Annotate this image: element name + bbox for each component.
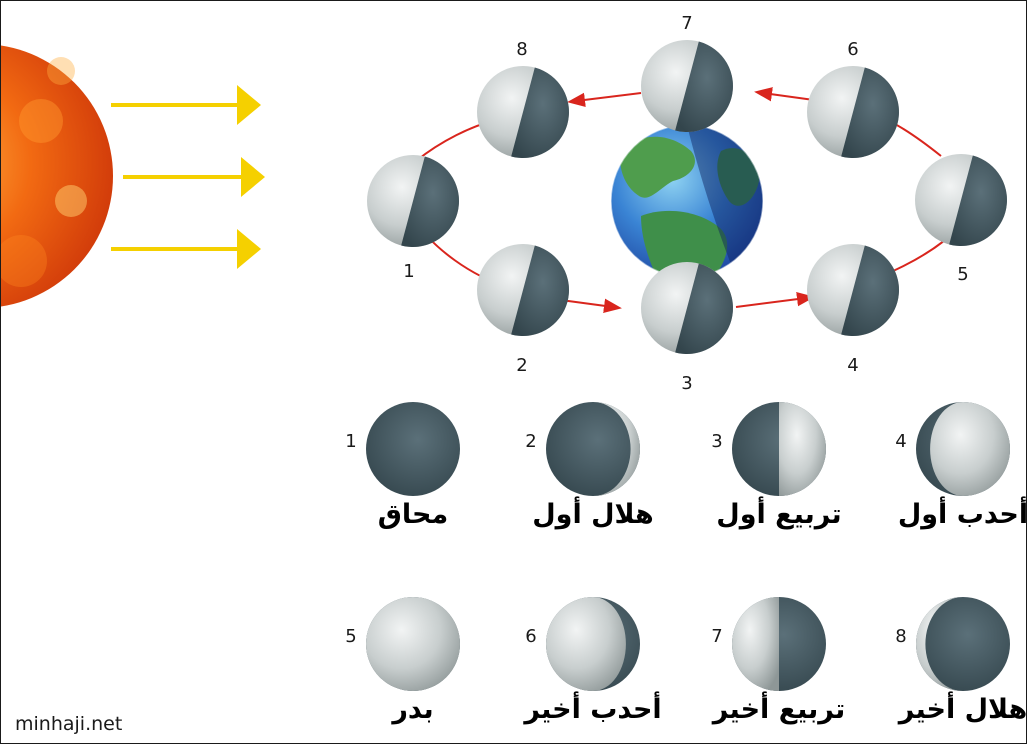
orbit-moon — [915, 154, 1007, 246]
phase-moon — [732, 597, 826, 691]
phase-name: أحدب أول — [898, 496, 1026, 530]
phase-name: تربيع أول — [716, 496, 841, 530]
orbit-position-label: 4 — [847, 355, 858, 376]
orbit-position-label: 7 — [681, 13, 692, 34]
phase-number: 8 — [895, 626, 906, 647]
sun — [1, 45, 113, 307]
phase-moon — [366, 597, 460, 691]
phase-name: بدر — [390, 694, 433, 725]
phase-number: 6 — [525, 626, 536, 647]
watermark: minhaji.net — [15, 713, 122, 735]
phase-moon — [732, 402, 826, 496]
phase-number: 3 — [711, 431, 722, 452]
phase-moon — [366, 402, 460, 496]
phase-name: أحدب أخير — [522, 691, 661, 725]
phase-moon — [916, 597, 1010, 691]
sunlight-arrow — [111, 85, 261, 125]
orbit-moon — [641, 262, 734, 354]
phase-name: تربيع أخير — [711, 691, 845, 725]
orbit-moon — [807, 66, 899, 158]
orbit-position-label: 8 — [516, 39, 527, 60]
sunlight-arrows — [111, 85, 265, 269]
phase-number: 1 — [345, 431, 356, 452]
phase-moon — [916, 402, 1010, 496]
orbit-position-label: 1 — [403, 261, 414, 282]
sunlight-arrow — [123, 157, 265, 197]
orbit-position-label: 5 — [957, 264, 968, 285]
orbit-position-label: 6 — [847, 39, 858, 60]
phase-moon — [546, 402, 640, 496]
phase-number: 2 — [525, 431, 536, 452]
orbit-moon — [641, 40, 733, 132]
phase-number: 7 — [711, 626, 722, 647]
sunlight-arrow — [111, 229, 261, 269]
phase-name: محاق — [378, 499, 448, 530]
orbit-moon — [367, 155, 459, 247]
orbit-moon — [807, 244, 900, 336]
phase-moon — [546, 597, 640, 691]
phase-number: 4 — [895, 431, 906, 452]
phase-name: هلال أخير — [897, 691, 1026, 725]
orbit-position-label: 3 — [681, 373, 692, 394]
orbit-moon — [477, 66, 569, 158]
phase-number: 5 — [345, 626, 356, 647]
orbit-position-label: 2 — [516, 355, 527, 376]
phase-name: هلال أول — [532, 496, 654, 530]
orbit-moon — [477, 244, 569, 336]
